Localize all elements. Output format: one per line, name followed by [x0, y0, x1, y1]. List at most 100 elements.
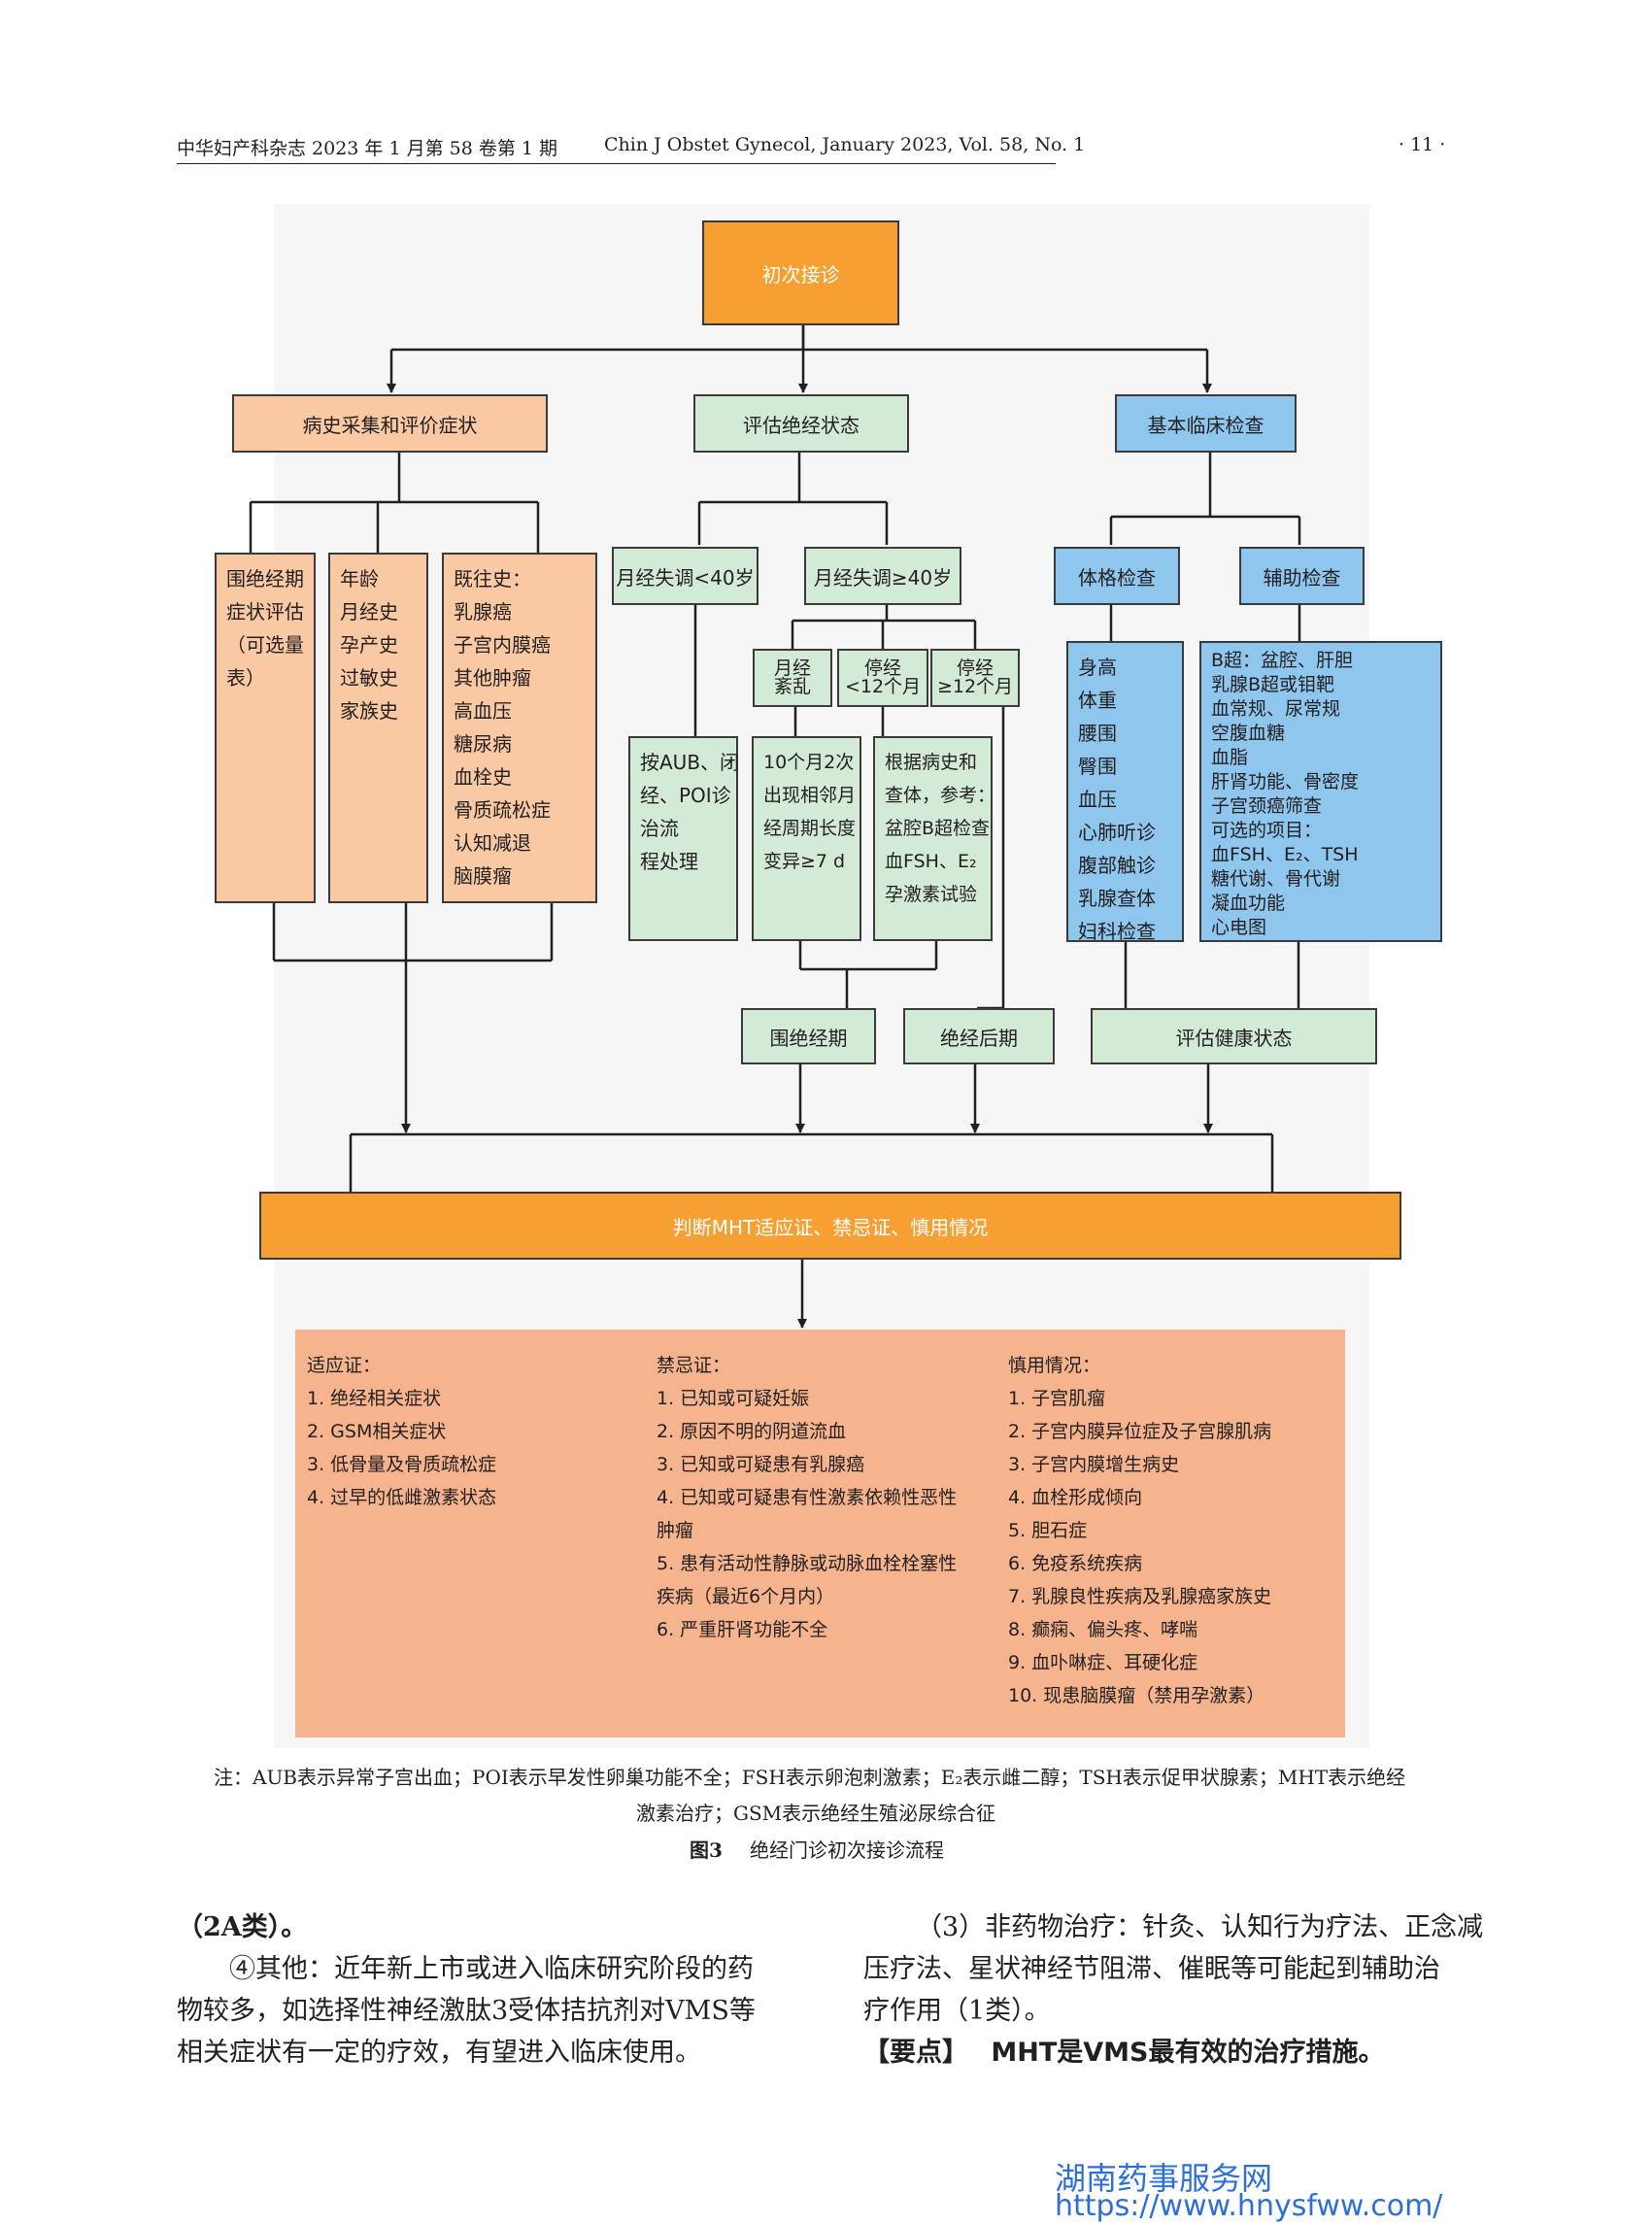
- aux-items-box: B超：盆腔、肝胆 乳腺B超或钼靶 血常规、尿常规 空腹血糖 血脂 肝肾功能、骨密…: [1199, 641, 1442, 942]
- past-line: 糖尿病: [454, 732, 512, 756]
- amenorrhea-lt12-line: 停经: [863, 657, 901, 679]
- aux-item: 糖代谢、骨代谢: [1211, 868, 1341, 890]
- aux-item: 心电图: [1211, 917, 1267, 938]
- caution-item: 2. 子宫内膜异位症及子宫腺肌病: [1008, 1421, 1272, 1442]
- aux-item: 血脂: [1211, 747, 1249, 768]
- aux-item: 乳腺B超或钼靶: [1211, 674, 1335, 695]
- amenorrhea-lt12-node: 停经 <12个月: [837, 649, 928, 707]
- physical-items-box: 身高 体重 腰围 臀围 血压 心肺听诊 腹部触诊 乳腺查体 妇科检查: [1066, 641, 1184, 943]
- caution-item: 7. 乳腺良性疾病及乳腺癌家族史: [1008, 1586, 1272, 1607]
- physical-exam-label: 体格检查: [1078, 565, 1156, 590]
- past-line: 血栓史: [454, 765, 512, 789]
- basic-line: 家族史: [340, 699, 398, 723]
- history-box-past: 既往史： 乳腺癌 子宫内膜癌 其他肿瘤 高血压 糖尿病 血栓史 骨质疏松症 认知…: [442, 553, 597, 903]
- contra-item: 3. 已知或可疑患有乳腺癌: [657, 1454, 865, 1475]
- amenorrhea-ge12-node: 停经 ≥12个月: [930, 649, 1020, 707]
- reference-line: 盆腔B超检查: [885, 818, 991, 839]
- start-label: 初次接诊: [761, 262, 840, 287]
- age-lt40-label: 月经失调<40岁: [616, 565, 755, 590]
- exam-label: 基本临床检查: [1147, 413, 1264, 437]
- aux-item: 凝血功能: [1211, 893, 1286, 914]
- caution-item: 8. 癫痫、偏头疼、哮喘: [1008, 1619, 1198, 1640]
- caution-item: 9. 血卟啉症、耳硬化症: [1008, 1652, 1198, 1673]
- watermark-url[interactable]: https://www.hnysfww.com/: [1055, 2189, 1443, 2223]
- physical-item: 腹部触诊: [1078, 854, 1156, 877]
- past-line: 子宫内膜癌: [454, 633, 551, 657]
- cycle-box: 10个月2次 出现相邻月 经周期长度 变异≥7 d: [752, 736, 861, 941]
- watermark-name: 湖南药事服务网: [1055, 2160, 1273, 2197]
- aux-item: B超：盆腔、肝胆: [1211, 650, 1354, 671]
- reference-line: 查体，参考：: [885, 785, 996, 806]
- body-right-column: （3）非药物治疗：针灸、认知行为疗法、正念减 压疗法、星状神经节阻滞、催眠等可能…: [863, 1906, 1485, 2073]
- indications-title: 适应证：: [307, 1355, 382, 1376]
- caution-item: 6. 免疫系统疾病: [1008, 1553, 1143, 1574]
- status-node: 评估绝经状态: [693, 394, 909, 453]
- disorder-node: 月经 紊乱: [753, 649, 832, 707]
- body-left-line: 相关症状有一定的疗效，有望进入临床使用。: [177, 2038, 701, 2068]
- health-status-node: 评估健康状态: [1091, 1008, 1377, 1064]
- aux-item: 可选的项目：: [1211, 820, 1323, 841]
- indication-item: 4. 过早的低雌激素状态: [307, 1487, 497, 1508]
- body-left-line: 物较多，如选择性神经激肽3受体拮抗剂对VMS等: [177, 1996, 756, 2026]
- past-line: 高血压: [454, 699, 512, 723]
- poi-line: 程处理: [640, 850, 698, 873]
- amenorrhea-ge12-line: ≥12个月: [936, 676, 1014, 697]
- aux-item: 肝肾功能、骨密度: [1211, 771, 1360, 792]
- amenorrhea-lt12-line: <12个月: [844, 676, 922, 697]
- contra-item: 1. 已知或可疑妊娠: [657, 1388, 810, 1409]
- contra-item: 4. 已知或可疑患有性激素依赖性恶性: [657, 1487, 958, 1508]
- past-line: 认知减退: [454, 831, 531, 855]
- symptom-line: （可选量: [226, 633, 304, 657]
- past-line: 乳腺癌: [454, 600, 512, 624]
- physical-exam-node: 体格检查: [1054, 547, 1180, 605]
- body-left-line: ④其他：近年新上市或进入临床研究阶段的药: [229, 1954, 754, 1984]
- history-box-basic: 年龄 月经史 孕产史 过敏史 家族史: [328, 553, 428, 903]
- mht-criteria-box: 适应证： 1. 绝经相关症状 2. GSM相关症状 3. 低骨量及骨质疏松症 4…: [295, 1330, 1345, 1737]
- aux-exam-node: 辅助检查: [1239, 547, 1365, 605]
- reference-box: 根据病史和 查体，参考： 盆腔B超检查 血FSH、E₂ 孕激素试验: [873, 736, 996, 941]
- age-ge40-label: 月经失调≥40岁: [813, 565, 953, 590]
- caution-item: 1. 子宫肌瘤: [1008, 1388, 1106, 1409]
- cycle-line: 变异≥7 d: [763, 851, 846, 872]
- physical-item: 臀围: [1078, 755, 1117, 778]
- poi-line: 按AUB、闭: [640, 751, 740, 774]
- body-right-line: 压疗法、星状神经节阻滞、催眠等可能起到辅助治: [863, 1954, 1440, 1984]
- aux-exam-label: 辅助检查: [1263, 565, 1341, 590]
- physical-item: 体重: [1078, 689, 1117, 712]
- caution-title: 慎用情况：: [1008, 1355, 1101, 1376]
- postmenopause-label: 绝经后期: [940, 1026, 1018, 1050]
- physical-item: 乳腺查体: [1078, 887, 1156, 910]
- contra-title: 禁忌证：: [657, 1355, 731, 1376]
- past-line: 脑膜瘤: [454, 864, 512, 888]
- cycle-line: 出现相邻月: [763, 785, 857, 806]
- health-status-label: 评估健康状态: [1175, 1026, 1293, 1050]
- physical-item: 心肺听诊: [1078, 821, 1156, 844]
- aux-item: 血常规、尿常规: [1211, 698, 1341, 720]
- contra-item: 2. 原因不明的阴道流血: [657, 1421, 847, 1442]
- basic-line: 年龄: [340, 567, 379, 590]
- physical-item: 妇科检查: [1078, 920, 1156, 943]
- symptom-line: 表）: [226, 666, 265, 690]
- caution-column: 慎用情况： 1. 子宫肌瘤 2. 子宫内膜异位症及子宫腺肌病 3. 子宫内膜增生…: [1008, 1349, 1271, 1712]
- disorder-line: 月经: [773, 657, 811, 679]
- reference-line: 孕激素试验: [885, 884, 978, 905]
- cycle-line: 经周期长度: [763, 818, 857, 839]
- past-line: 既往史：: [454, 567, 531, 590]
- basic-line: 过敏史: [340, 666, 398, 690]
- indications-column: 适应证： 1. 绝经相关症状 2. GSM相关症状 3. 低骨量及骨质疏松症 4…: [307, 1349, 496, 1514]
- disorder-line: 紊乱: [773, 676, 811, 697]
- aux-item: 子宫颈癌筛查: [1211, 795, 1323, 817]
- start-node: 初次接诊: [702, 220, 899, 325]
- journal-header-cn: 中华妇产科杂志 2023 年 1 月第 58 卷第 1 期: [177, 138, 558, 159]
- contra-item: 疾病（最近6个月内）: [657, 1586, 835, 1607]
- poi-box: 按AUB、闭 经、POI诊 治流 程处理: [628, 736, 740, 941]
- poi-line: 经、POI诊: [640, 784, 731, 807]
- exam-node: 基本临床检查: [1115, 394, 1297, 453]
- basic-line: 孕产史: [340, 633, 398, 657]
- keypoint-text: MHT是VMS最有效的治疗措施。: [991, 2038, 1385, 2068]
- contra-item: 5. 患有活动性静脉或动脉血栓栓塞性: [657, 1553, 958, 1574]
- amenorrhea-ge12-line: 停经: [956, 657, 994, 679]
- perimenopause-label: 围绝经期: [769, 1026, 848, 1050]
- physical-item: 腰围: [1078, 722, 1117, 745]
- body-right-line: （3）非药物治疗：针灸、认知行为疗法、正念减: [916, 1912, 1484, 1942]
